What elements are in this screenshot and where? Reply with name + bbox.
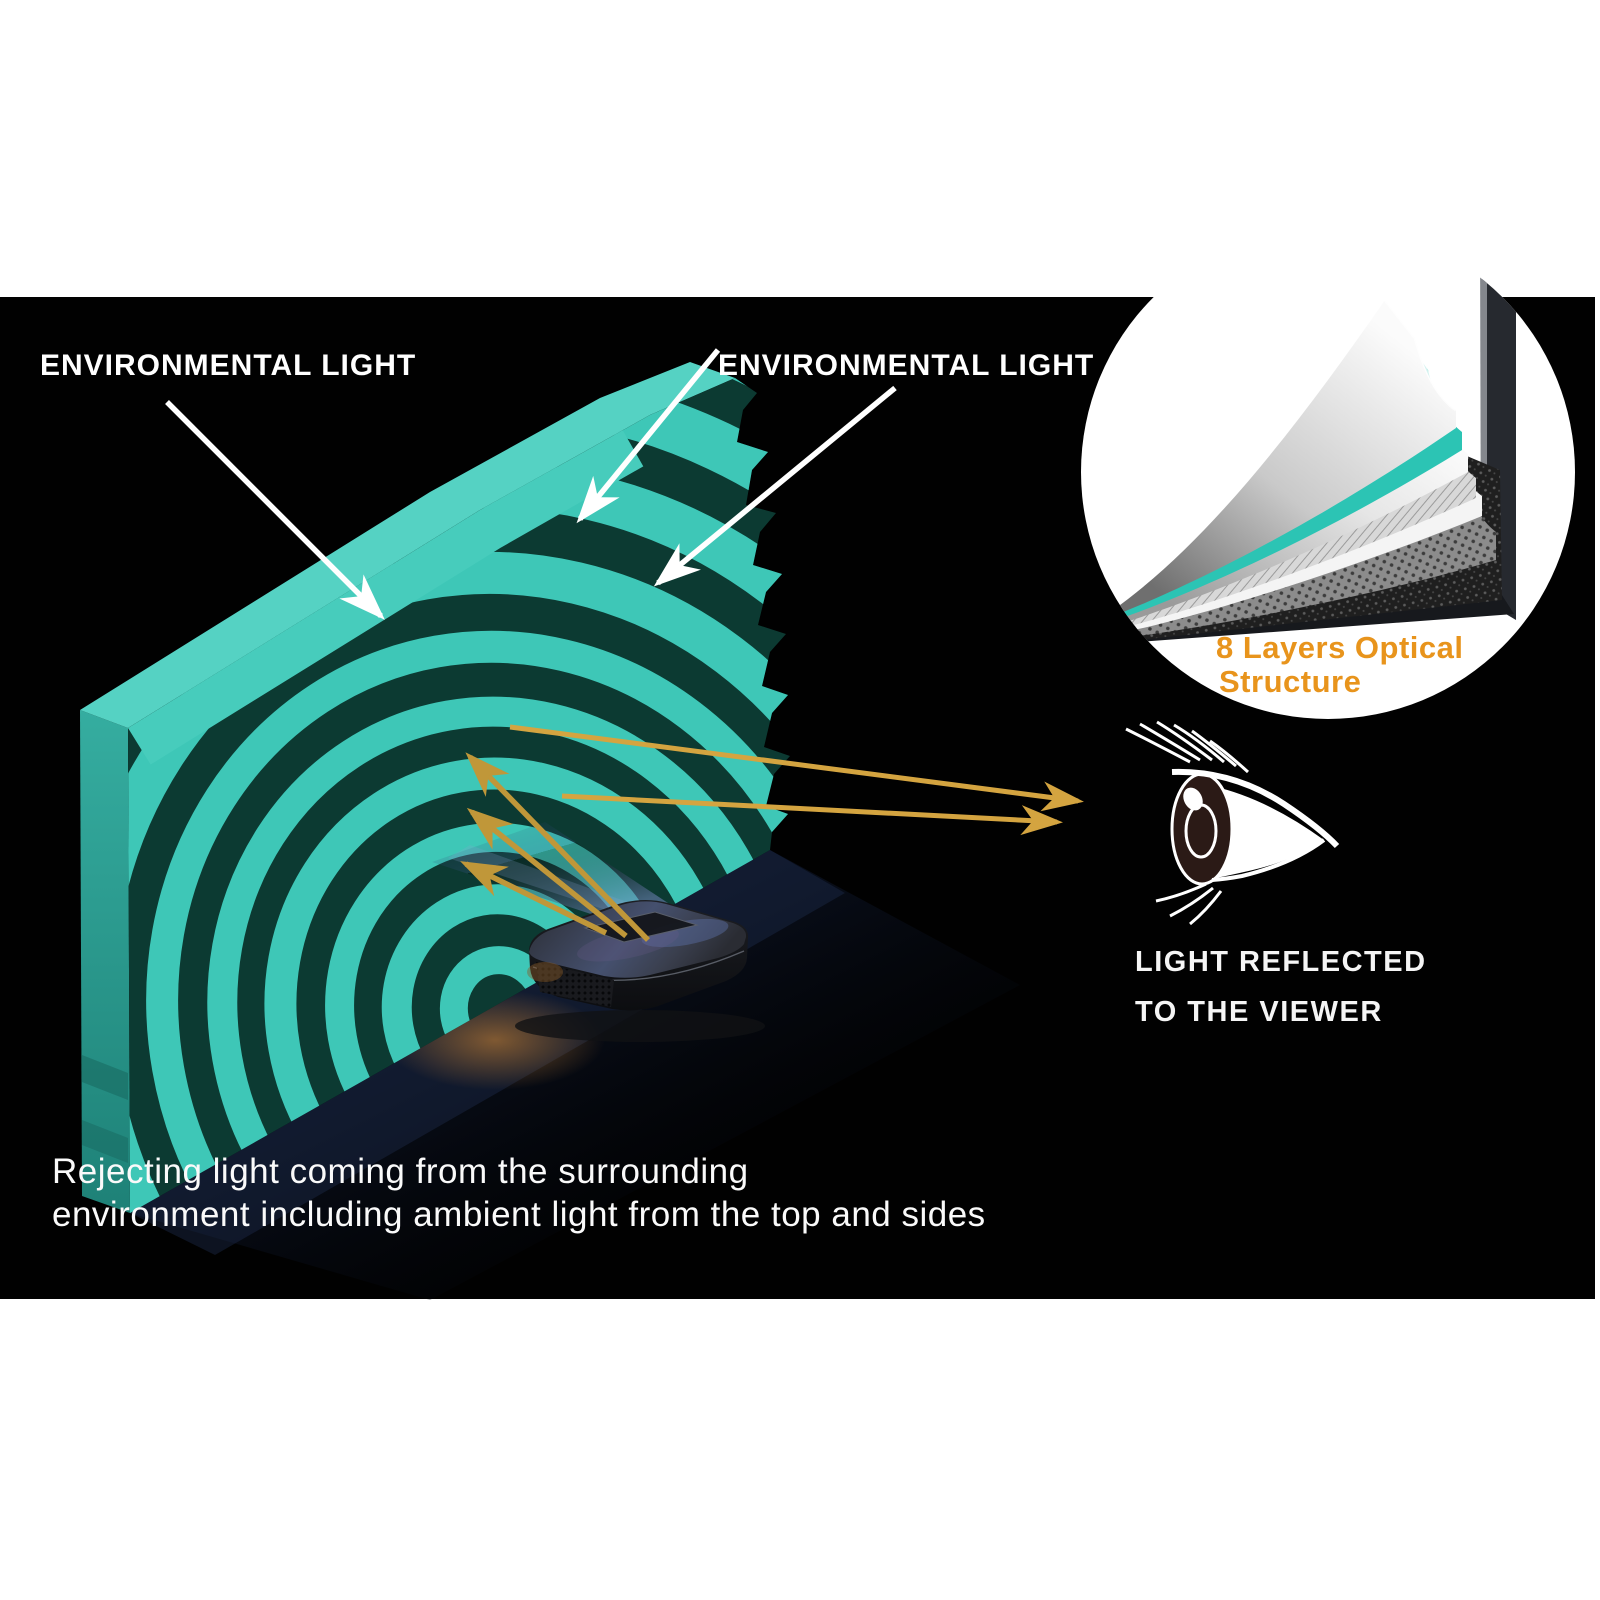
environmental-light-arrows [165, 348, 897, 620]
projector-shadow [515, 1010, 765, 1042]
projector-speaker-grille [536, 962, 614, 1007]
eye-upper-lashes [1125, 720, 1250, 774]
optical-structure-inset: 8 Layers Optical Structure [1081, 225, 1575, 719]
env-light-arrow-right [653, 385, 897, 587]
bottom-caption-line2: environment including ambient light from… [52, 1195, 986, 1234]
env-light-label-left: ENVIRONMENTAL LIGHT [40, 349, 416, 382]
eye-lower-lid [1211, 838, 1326, 882]
bottom-caption-line1: Rejecting light coming from the surround… [52, 1152, 749, 1191]
eye-iris [1170, 772, 1234, 886]
reflected-rays [509, 724, 1084, 836]
inset-caption-line1: 8 Layers Optical [1216, 630, 1464, 665]
env-light-arrow-mid [576, 348, 721, 524]
env-light-arrow-left [165, 400, 385, 620]
optical-layers [1095, 225, 1516, 644]
viewer-label-line1: LIGHT REFLECTED [1135, 946, 1427, 978]
reflected-ray-1 [509, 724, 1084, 812]
eye-lower-lashes [1155, 882, 1223, 926]
projector-blue-sheen [641, 918, 729, 948]
projector [515, 899, 765, 1042]
projector-warm-glow [527, 962, 563, 982]
screen-top-edge [80, 362, 735, 728]
eye-pupil-ring [1184, 803, 1218, 859]
inset-caption-line2: Structure [1219, 664, 1361, 699]
env-light-label-right: ENVIRONMENTAL LIGHT [718, 349, 1094, 382]
projector-rays [460, 752, 650, 942]
layer-sheet-white-1 [1113, 300, 1456, 614]
projector-ray-3 [460, 861, 608, 936]
projector-ray-2 [466, 807, 628, 939]
screen-side-ridge [82, 1120, 128, 1163]
projector-inset-panel [583, 911, 699, 943]
eye-upper-lid [1171, 768, 1340, 849]
projector-ray-1 [465, 752, 650, 942]
eye-icon [1125, 720, 1340, 926]
screen-side-ridge [82, 1055, 128, 1100]
reflected-ray-2 [561, 793, 1063, 836]
viewer-label-line2: TO THE VIEWER [1135, 996, 1383, 1028]
